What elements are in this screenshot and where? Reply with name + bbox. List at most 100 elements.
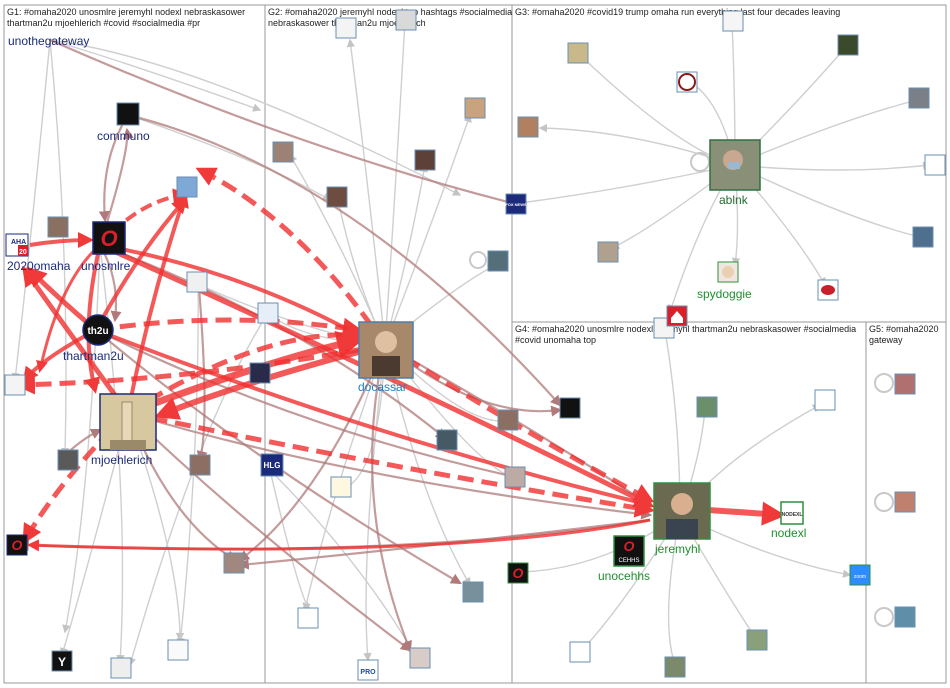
avatar bbox=[697, 397, 717, 417]
label-docassar: docassar bbox=[358, 380, 407, 394]
label-nodexl: nodexl bbox=[771, 526, 806, 540]
fox-news-logo-icon: FOX NEWS bbox=[505, 202, 527, 207]
edge bbox=[30, 520, 650, 549]
avatar bbox=[838, 35, 858, 55]
avatar bbox=[463, 582, 483, 602]
zoom-logo-icon: zoom bbox=[854, 574, 866, 580]
unosmlre-logo-icon: O bbox=[100, 226, 117, 251]
edge bbox=[50, 40, 66, 455]
avatar bbox=[258, 303, 278, 323]
edge bbox=[50, 40, 260, 110]
group-header-g2-line1: G2: #omaha2020 jeremyhl nodexl top hasht… bbox=[268, 7, 512, 17]
lighthouse-base bbox=[110, 440, 146, 450]
edge bbox=[708, 510, 780, 515]
uno-o-icon-2: O bbox=[513, 565, 524, 581]
self-loop bbox=[691, 153, 709, 171]
avatar-nodes bbox=[5, 10, 945, 678]
jeremyhl-shirt bbox=[666, 519, 698, 539]
edge bbox=[30, 240, 90, 245]
avatar bbox=[913, 227, 933, 247]
edge bbox=[130, 313, 268, 665]
avatar bbox=[518, 117, 538, 137]
edge bbox=[735, 165, 920, 237]
avatar bbox=[5, 375, 25, 395]
self-loop bbox=[875, 374, 893, 392]
group-header-g4-line2: #covid unomaha top bbox=[515, 335, 596, 345]
y-logo-icon: Y bbox=[58, 655, 66, 669]
self-loop bbox=[875, 493, 893, 511]
avatar bbox=[723, 11, 743, 31]
avatar bbox=[250, 363, 270, 383]
avatar bbox=[925, 155, 945, 175]
avatar bbox=[168, 640, 188, 660]
group-header-g3-line1: G3: #omaha2020 #covid19 trump omaha run … bbox=[515, 7, 840, 17]
docassar-shirt bbox=[372, 356, 400, 376]
avatar bbox=[327, 187, 347, 207]
group-header-g5-line2: gateway bbox=[869, 335, 903, 345]
group-header-g1-line1: G1: #omaha2020 unosmlre jeremyhl nodexl … bbox=[7, 7, 245, 17]
avatar bbox=[298, 608, 318, 628]
avatar bbox=[505, 467, 525, 487]
avatar bbox=[465, 98, 485, 118]
edge bbox=[65, 245, 100, 632]
avatar bbox=[568, 43, 588, 63]
avatar bbox=[665, 657, 685, 677]
label-spydoggie: spydoggie bbox=[697, 287, 752, 301]
avatar bbox=[336, 18, 356, 38]
avatar bbox=[331, 477, 351, 497]
avatar bbox=[598, 242, 618, 262]
avatar bbox=[410, 648, 430, 668]
avatar bbox=[437, 430, 457, 450]
avatar bbox=[177, 177, 197, 197]
label-jeremyhl: jeremyhl bbox=[654, 542, 700, 556]
avatar bbox=[895, 492, 915, 512]
hlg-logo-icon: HLG bbox=[264, 461, 281, 470]
avatar bbox=[117, 103, 139, 125]
aha-year-icon: 20 bbox=[19, 249, 27, 256]
label-thartman2u: thartman2u bbox=[63, 349, 124, 363]
avatar bbox=[815, 390, 835, 410]
edge bbox=[540, 128, 735, 165]
group-header-g1-line2: thartman2u mjoehlerich #covid #socialmed… bbox=[7, 18, 200, 28]
nodexl-logo-icon: NODEXL bbox=[782, 512, 803, 518]
label-unothegateway: unothegateway bbox=[8, 34, 89, 48]
label-ablnk: ablnk bbox=[719, 193, 749, 207]
label-unocehhs: unocehhs bbox=[598, 569, 650, 583]
edge bbox=[735, 165, 930, 170]
edge bbox=[96, 320, 358, 330]
self-loop bbox=[470, 252, 486, 268]
label-2020omaha: 2020omaha bbox=[7, 259, 71, 273]
label-mjoehlerich: mjoehlerich bbox=[91, 453, 152, 467]
avatar bbox=[488, 251, 508, 271]
avatar bbox=[58, 450, 78, 470]
elephant-icon bbox=[821, 285, 835, 295]
edge bbox=[160, 345, 385, 415]
dog-icon bbox=[722, 266, 734, 278]
avatar bbox=[273, 142, 293, 162]
edge bbox=[15, 40, 50, 380]
avatar bbox=[111, 658, 131, 678]
lighthouse-tower bbox=[122, 402, 132, 442]
avatar bbox=[895, 607, 915, 627]
edge bbox=[350, 40, 385, 345]
group-headers: G1: #omaha2020 unosmlre jeremyhl nodexl … bbox=[7, 7, 939, 345]
unocehhs-logo-icon: O bbox=[624, 538, 635, 554]
avatar bbox=[909, 88, 929, 108]
avatar bbox=[187, 272, 207, 292]
cehhs-text-icon: CEHHS bbox=[618, 558, 639, 564]
avatar bbox=[48, 217, 68, 237]
label-unosmlre: unosmlre bbox=[81, 259, 131, 273]
avatar bbox=[570, 642, 590, 662]
aha-logo-icon: AHA bbox=[11, 239, 26, 246]
avatar bbox=[747, 630, 767, 650]
avatar bbox=[498, 410, 518, 430]
avatar bbox=[190, 455, 210, 475]
self-loop bbox=[875, 608, 893, 626]
avatar bbox=[560, 398, 580, 418]
edge bbox=[270, 470, 415, 655]
jeremyhl-face bbox=[671, 493, 693, 515]
edge bbox=[385, 20, 405, 345]
th2u-logo-icon: th2u bbox=[87, 326, 108, 337]
avatar bbox=[224, 553, 244, 573]
